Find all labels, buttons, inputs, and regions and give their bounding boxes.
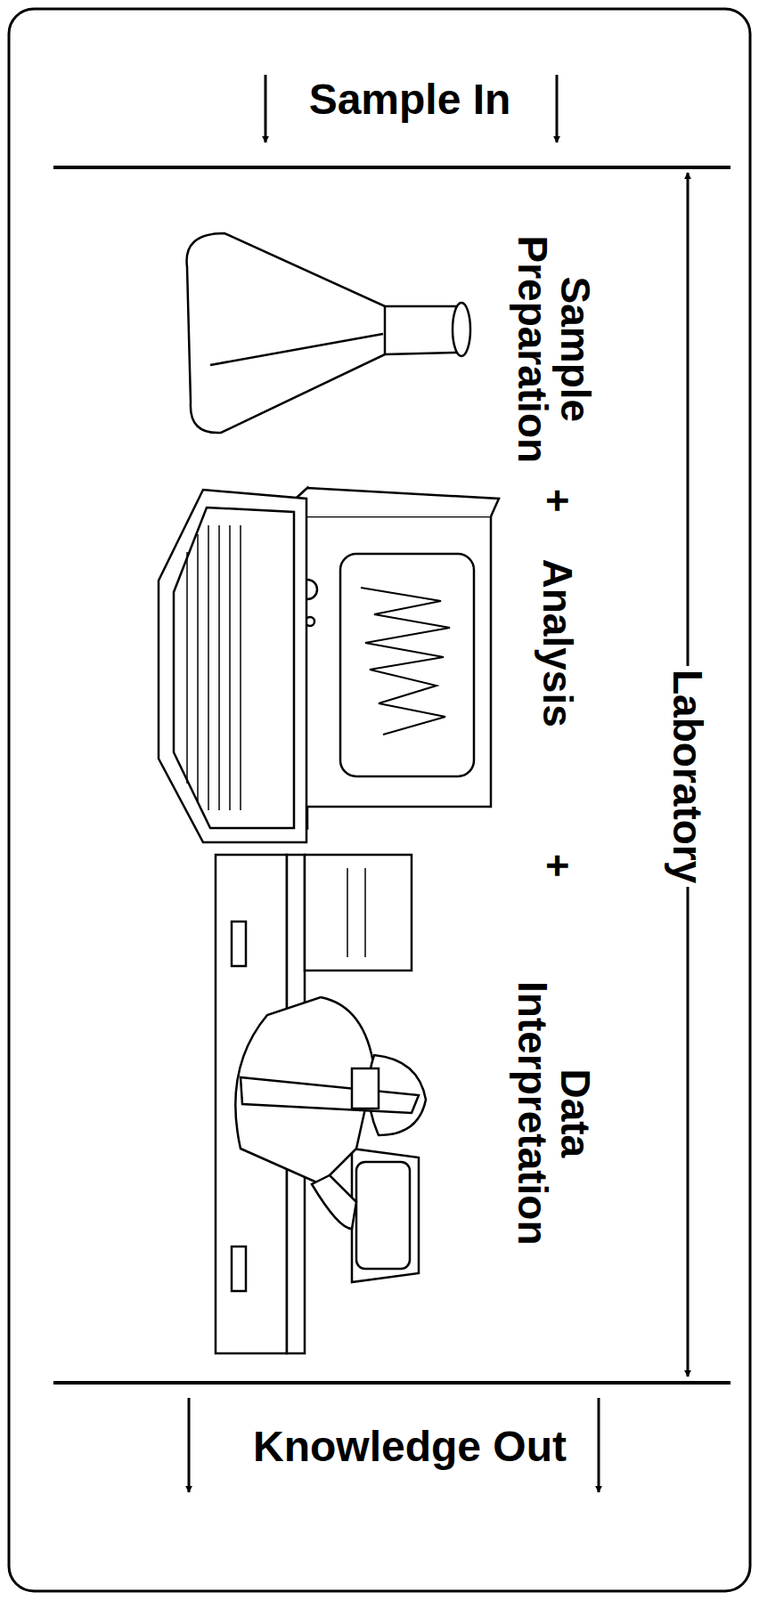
output-label: Knowledge Out — [178, 1425, 642, 1470]
divider-line — [53, 1381, 731, 1386]
outer-frame — [8, 8, 751, 1592]
span-label: Laboratory — [666, 666, 710, 888]
stage-label: Analysis — [536, 509, 580, 777]
divider-line — [53, 165, 731, 170]
analyst-illustration — [215, 855, 426, 1355]
computer-illustration — [158, 488, 499, 843]
flask-illustration — [187, 233, 471, 433]
plus-sign: + — [536, 473, 580, 528]
stage-label: Data Interpretation — [511, 944, 598, 1283]
stage-label: Sample Preparation — [511, 215, 598, 483]
input-label: Sample In — [231, 77, 588, 123]
plus-sign: + — [536, 839, 580, 893]
